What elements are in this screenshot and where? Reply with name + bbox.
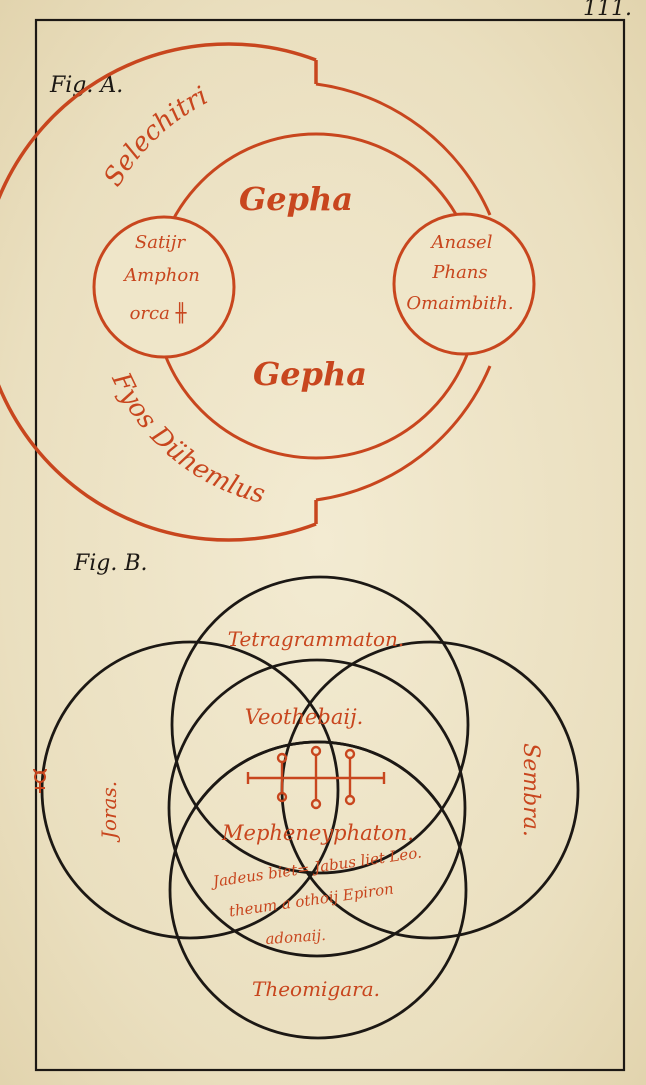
fig-a-left-line-3: orca ╫ bbox=[130, 302, 188, 324]
fig-b-lower-line-3: adonaij. bbox=[265, 926, 327, 948]
fig-a-ring-inner-top-right bbox=[315, 82, 492, 216]
fig-b-upper-lens-label: Veothebaij. bbox=[245, 705, 364, 729]
fig-a-ring-inner-bottom-right bbox=[315, 365, 492, 502]
fig-a-left-line-2: Amphon bbox=[122, 265, 200, 286]
fig-b-lower-line-2: theum a othoij Epiron bbox=[228, 880, 395, 921]
fig-a-center-top-label: Gepha bbox=[239, 180, 353, 218]
fig-a-right-line-1: Anasel bbox=[430, 232, 493, 253]
page-frame bbox=[34, 18, 626, 1072]
fig-b-right-label: Sembra. bbox=[518, 743, 543, 837]
fig-a-outer-ring-outer bbox=[0, 42, 317, 542]
fig-a-left-line-1: Satijr bbox=[135, 232, 187, 253]
figure-a: Fig. A. Selechitri Fyos Dühemlus Gepha G… bbox=[0, 42, 536, 542]
fig-b-center-lens-label: Mepheneyphaton. bbox=[221, 821, 414, 845]
fig-a-right-line-3: Omaimbith. bbox=[406, 293, 513, 314]
fig-b-label: Fig. B. bbox=[73, 551, 148, 576]
fig-b-top-label: Tetragrammaton. bbox=[228, 627, 405, 651]
fig-a-right-line-2: Phans bbox=[431, 262, 487, 283]
fig-a-right-circle bbox=[392, 212, 536, 356]
fig-a-label: Fig. A. bbox=[49, 73, 123, 98]
sigil-icon bbox=[246, 745, 386, 810]
fig-a-center-bottom-label: Gepha bbox=[253, 355, 367, 393]
figure-b: Fig. B. Tetragrammaton. Veothebaij. Meph… bbox=[33, 551, 580, 1040]
fig-b-left-label: Joras. bbox=[97, 781, 121, 843]
fig-b-bottom-label: Theomigara. bbox=[252, 977, 380, 1001]
fig-b-top-circle bbox=[170, 575, 470, 875]
fig-b-lens bbox=[169, 740, 465, 873]
fig-b-middle-circle bbox=[167, 658, 467, 958]
fig-a-left-circle bbox=[92, 215, 236, 359]
page-number: 111. bbox=[583, 0, 632, 21]
fig-b-left-circle bbox=[40, 640, 340, 940]
mercury-icon bbox=[33, 768, 47, 793]
fig-a-ring-bottom-label: Fyos Dühemlus bbox=[105, 367, 268, 510]
